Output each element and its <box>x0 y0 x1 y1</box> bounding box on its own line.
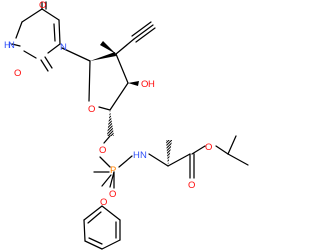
wedge-bond-oh <box>128 81 139 86</box>
atom-o-isopropyl: O <box>205 142 212 153</box>
atom-oh-h: H <box>148 79 155 90</box>
atom-o-phenoxy: O <box>100 197 107 208</box>
wedge-bond-methyl <box>100 41 116 54</box>
atom-p: P <box>110 165 116 176</box>
atom-o-uracil-c4: O <box>39 0 46 11</box>
atom-n-uracil-n1: N <box>60 42 67 53</box>
phenyl-ring <box>83 205 121 250</box>
wedge-bond <box>90 52 116 61</box>
phosphoramidate <box>93 155 133 189</box>
atom-nh-h: H <box>133 150 140 161</box>
atom-o-p-double: O <box>109 189 116 200</box>
atom-o-ring: O <box>88 104 95 115</box>
sugar-ring <box>61 21 156 144</box>
uracil-ring <box>11 1 61 72</box>
atom-oh-o: O <box>141 79 148 90</box>
atom-o-ester: O <box>99 145 106 156</box>
hash-bond-methyl <box>166 140 172 166</box>
alanine-ester <box>148 135 249 179</box>
atom-o-uracil-c2: O <box>14 68 21 79</box>
atom-nh-uracil-n: N <box>8 40 15 51</box>
atom-nh-uracil-h: H <box>4 40 11 51</box>
hash-bond <box>107 110 114 136</box>
atom-nh-n: N <box>140 150 147 161</box>
molecule-structure: O N H O N O H O O P O N H O O O <box>4 0 249 250</box>
atom-o-carbonyl: O <box>188 180 195 191</box>
